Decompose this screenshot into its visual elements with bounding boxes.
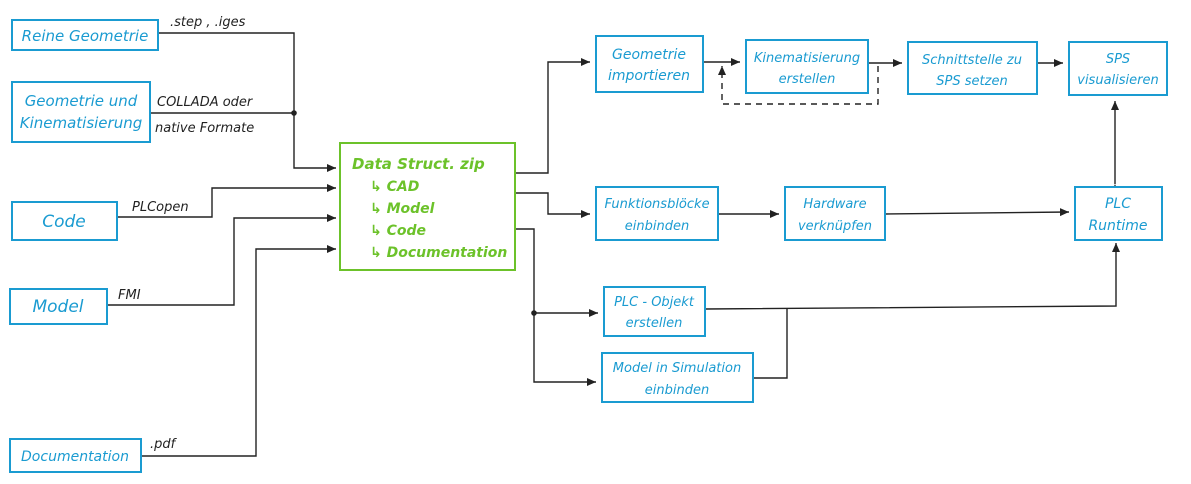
node-reine-geometrie: Reine Geometrie [11, 19, 159, 51]
label-collada: COLLADA oder [157, 95, 254, 110]
edge-labels: .step , .iges COLLADA oder native Format… [118, 15, 254, 452]
node-kinematisierung-erstellen: Kinematisierung erstellen [745, 39, 869, 94]
junction-dot [291, 110, 297, 116]
node-label: Funktionsblöcke [604, 197, 709, 212]
node-label: einbinden [645, 383, 709, 398]
node-geometrie-importieren: Geometrie importieren [595, 35, 704, 93]
edge-hub-funktionsbloecke [515, 192, 590, 218]
hub-item-documentation: ↳ Documentation [370, 245, 507, 261]
node-label: Documentation [21, 449, 129, 465]
label-plcopen: PLCopen [132, 200, 189, 215]
source-nodes: Reine Geometrie Geometrie und Kinematisi… [9, 19, 159, 473]
node-label: verknüpfen [798, 219, 872, 234]
node-geometrie-kinematisierung: Geometrie und Kinematisierung [11, 81, 151, 143]
node-plc-objekt-erstellen: PLC - Objekt erstellen [603, 286, 706, 337]
node-label: SPS setzen [936, 74, 1007, 89]
label-native-formate: native Formate [155, 121, 254, 136]
node-label: Kinematisierung [20, 114, 143, 132]
hub-item-code: ↳ Code [370, 223, 426, 239]
process-nodes: Geometrie importieren Kinematisierung er… [595, 35, 1168, 403]
node-funktionsbloecke-einbinden: Funktionsblöcke einbinden [595, 186, 719, 241]
node-label: Reine Geometrie [22, 27, 149, 45]
edge-documentation [141, 245, 336, 457]
node-label: PLC [1105, 196, 1131, 212]
node-label: SPS [1106, 52, 1130, 67]
node-label: PLC - Objekt [614, 295, 695, 310]
node-label: einbinden [625, 219, 689, 234]
label-pdf: .pdf [150, 437, 178, 452]
edge-reine-geometrie [158, 32, 336, 172]
node-label: Model [32, 297, 83, 317]
node-label: Code [42, 212, 86, 232]
node-model: Model [9, 288, 108, 325]
node-label: Kinematisierung [754, 51, 860, 66]
edge-kin-dashed-loop [718, 66, 879, 105]
edge-plcobj-plc [704, 243, 1120, 310]
node-label: Geometrie [612, 47, 686, 63]
node-label: Schnittstelle zu [922, 53, 1022, 68]
node-label: visualisieren [1077, 73, 1158, 88]
hub-title: Data Struct. zip [352, 155, 485, 173]
edge-hub-lower [515, 228, 596, 386]
junction-dot [531, 310, 537, 316]
node-label: Model in Simulation [613, 361, 741, 376]
node-label: Geometrie und [25, 92, 138, 110]
node-documentation: Documentation [9, 438, 142, 473]
node-label: Hardware [803, 197, 866, 212]
node-code: Code [11, 201, 118, 241]
node-hardware-verknuepfen: Hardware verknüpfen [784, 186, 886, 241]
hub-item-model: ↳ Model [370, 201, 435, 217]
edge-sim-merge [753, 308, 788, 379]
hub-data-struct: Data Struct. zip ↳ CAD ↳ Model ↳ Code ↳ … [339, 142, 516, 271]
node-label: Runtime [1088, 218, 1147, 234]
edge-code [117, 184, 336, 218]
edge-model [107, 214, 336, 306]
node-sps-visualisieren: SPS visualisieren [1068, 41, 1168, 96]
node-label: importieren [608, 68, 690, 84]
hub-item-cad: ↳ CAD [370, 179, 419, 195]
edge-hardware-plc [884, 208, 1070, 217]
node-label: erstellen [626, 316, 683, 331]
node-schnittstelle-sps: Schnittstelle zu SPS setzen [907, 41, 1038, 95]
label-fmi: FMI [118, 288, 141, 303]
edge-hub-geometrie [515, 58, 590, 174]
node-plc-runtime: PLC Runtime [1074, 186, 1163, 241]
node-model-simulation: Model in Simulation einbinden [601, 352, 754, 403]
label-step-iges: .step , .iges [170, 15, 246, 30]
connectors [107, 32, 1120, 457]
node-label: erstellen [779, 72, 836, 87]
